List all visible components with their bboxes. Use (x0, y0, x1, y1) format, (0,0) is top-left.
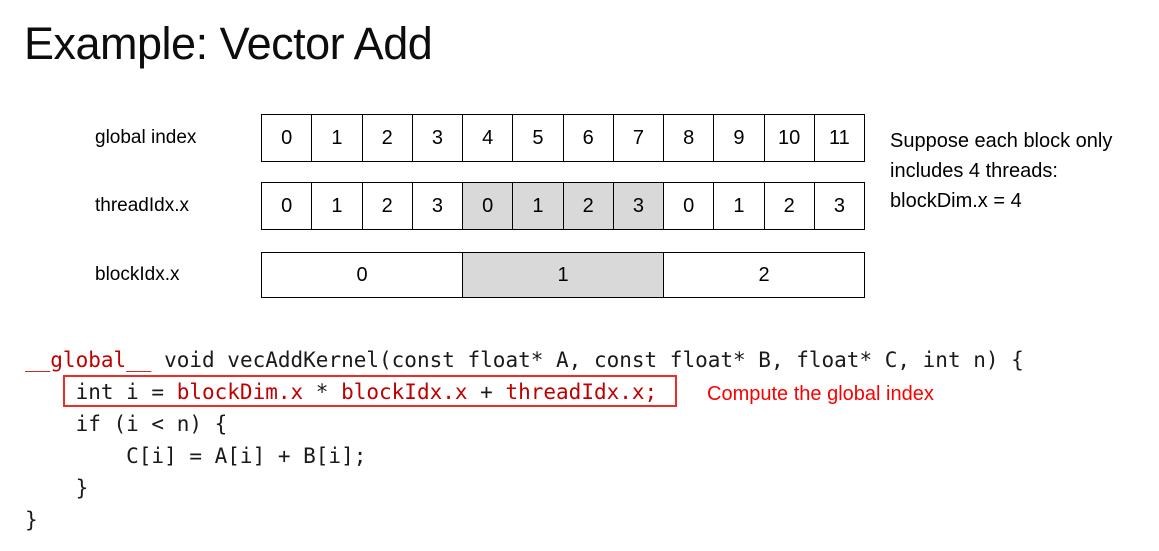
table-cell: 1 (312, 115, 363, 161)
row-label-threadidx: threadIdx.x (95, 195, 189, 216)
table-cell: 2 (362, 183, 413, 229)
table-cell: 3 (613, 183, 664, 229)
code-text: int i = (25, 380, 177, 404)
table-cell: 1 (463, 253, 664, 297)
code-block: __global__ void vecAddKernel(const float… (25, 344, 1135, 544)
code-keyword: __global__ (25, 348, 152, 372)
table-cell: 1 (513, 183, 564, 229)
table-cell: 0 (664, 183, 715, 229)
table-cell: 9 (714, 115, 765, 161)
table-cell: 3 (412, 183, 463, 229)
code-line: __global__ void vecAddKernel(const float… (25, 344, 1024, 376)
table-cell: 6 (563, 115, 614, 161)
table-cell: 10 (764, 115, 815, 161)
code-text: void vecAddKernel(const float* A, const … (151, 348, 1024, 372)
table-cell: 2 (563, 183, 614, 229)
code-text: + (467, 380, 506, 404)
code-keyword: blockIdx.x (341, 380, 468, 404)
note-line: Suppose each block only (890, 130, 1113, 152)
table-cell: 2 (664, 253, 864, 297)
table-cell: 1 (714, 183, 765, 229)
table-cell: 5 (513, 115, 564, 161)
table-cell: 3 (814, 183, 864, 229)
code-line: C[i] = A[i] + B[i]; (25, 440, 366, 472)
table-cell: 0 (262, 183, 313, 229)
code-text: } (25, 476, 89, 500)
table-cell: 0 (262, 253, 463, 297)
code-text: C[i] = A[i] + B[i]; (25, 444, 367, 468)
code-annotation: Compute the global index (707, 383, 934, 405)
code-line: if (i < n) { (25, 408, 228, 440)
code-keyword: blockDim.x (176, 380, 304, 404)
table-cell: 11 (814, 115, 864, 161)
code-line: } (25, 472, 89, 504)
table-cell: 8 (664, 115, 715, 161)
table-cell: 1 (312, 183, 363, 229)
table-cell: 3 (412, 115, 463, 161)
code-line: } (25, 504, 38, 536)
note-line: includes 4 threads: (890, 160, 1058, 182)
code-keyword: threadIdx.x; (505, 380, 658, 404)
block-note: Suppose each block only includes 4 threa… (890, 126, 1112, 216)
table-cell: 0 (262, 115, 313, 161)
row-label-global-index: global index (95, 127, 197, 148)
code-line: int i = blockDim.x * blockIdx.x + thread… (25, 376, 658, 408)
table-cell: 2 (362, 115, 413, 161)
table-cell: 7 (613, 115, 664, 161)
slide-title: Example: Vector Add (24, 18, 433, 69)
code-text: if (i < n) { (25, 412, 228, 436)
code-text: } (25, 508, 38, 532)
note-line: blockDim.x = 4 (890, 190, 1022, 212)
row-label-blockidx: blockIdx.x (95, 264, 180, 285)
table-cell: 4 (463, 115, 514, 161)
code-text: * (303, 380, 342, 404)
table-cell: 2 (764, 183, 815, 229)
table-cell: 0 (463, 183, 514, 229)
